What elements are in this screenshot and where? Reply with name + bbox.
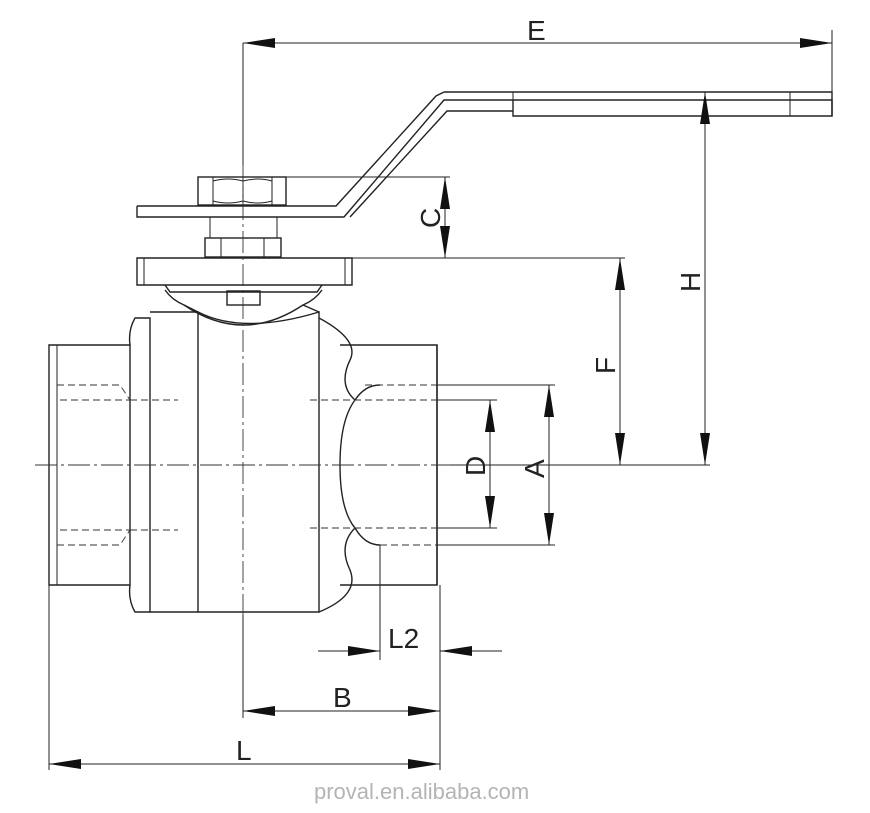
dimension-l2: L2 [318, 585, 502, 660]
lever-handle [136, 91, 833, 218]
label-a: A [519, 459, 550, 478]
label-l2: L2 [388, 623, 419, 654]
dimension-f: F [352, 257, 625, 465]
watermark-text: proval.en.alibaba.com [314, 779, 529, 804]
dimension-a: A [437, 384, 555, 546]
dimension-b: B [242, 615, 441, 770]
dimension-l: L [48, 585, 440, 770]
label-b: B [333, 682, 352, 713]
dimension-e: E [242, 15, 833, 165]
dimension-c: C [286, 176, 450, 258]
bore-hidden-lines [57, 384, 437, 546]
center-lines [35, 165, 450, 615]
label-d: D [460, 456, 491, 476]
label-f: F [590, 357, 621, 374]
label-h: H [675, 272, 706, 292]
dimension-h: H [450, 92, 710, 466]
dimension-d: D [437, 399, 497, 529]
label-c: C [415, 208, 446, 228]
mounting-pad [136, 257, 353, 326]
label-l: L [236, 735, 252, 766]
label-e: E [527, 15, 546, 46]
